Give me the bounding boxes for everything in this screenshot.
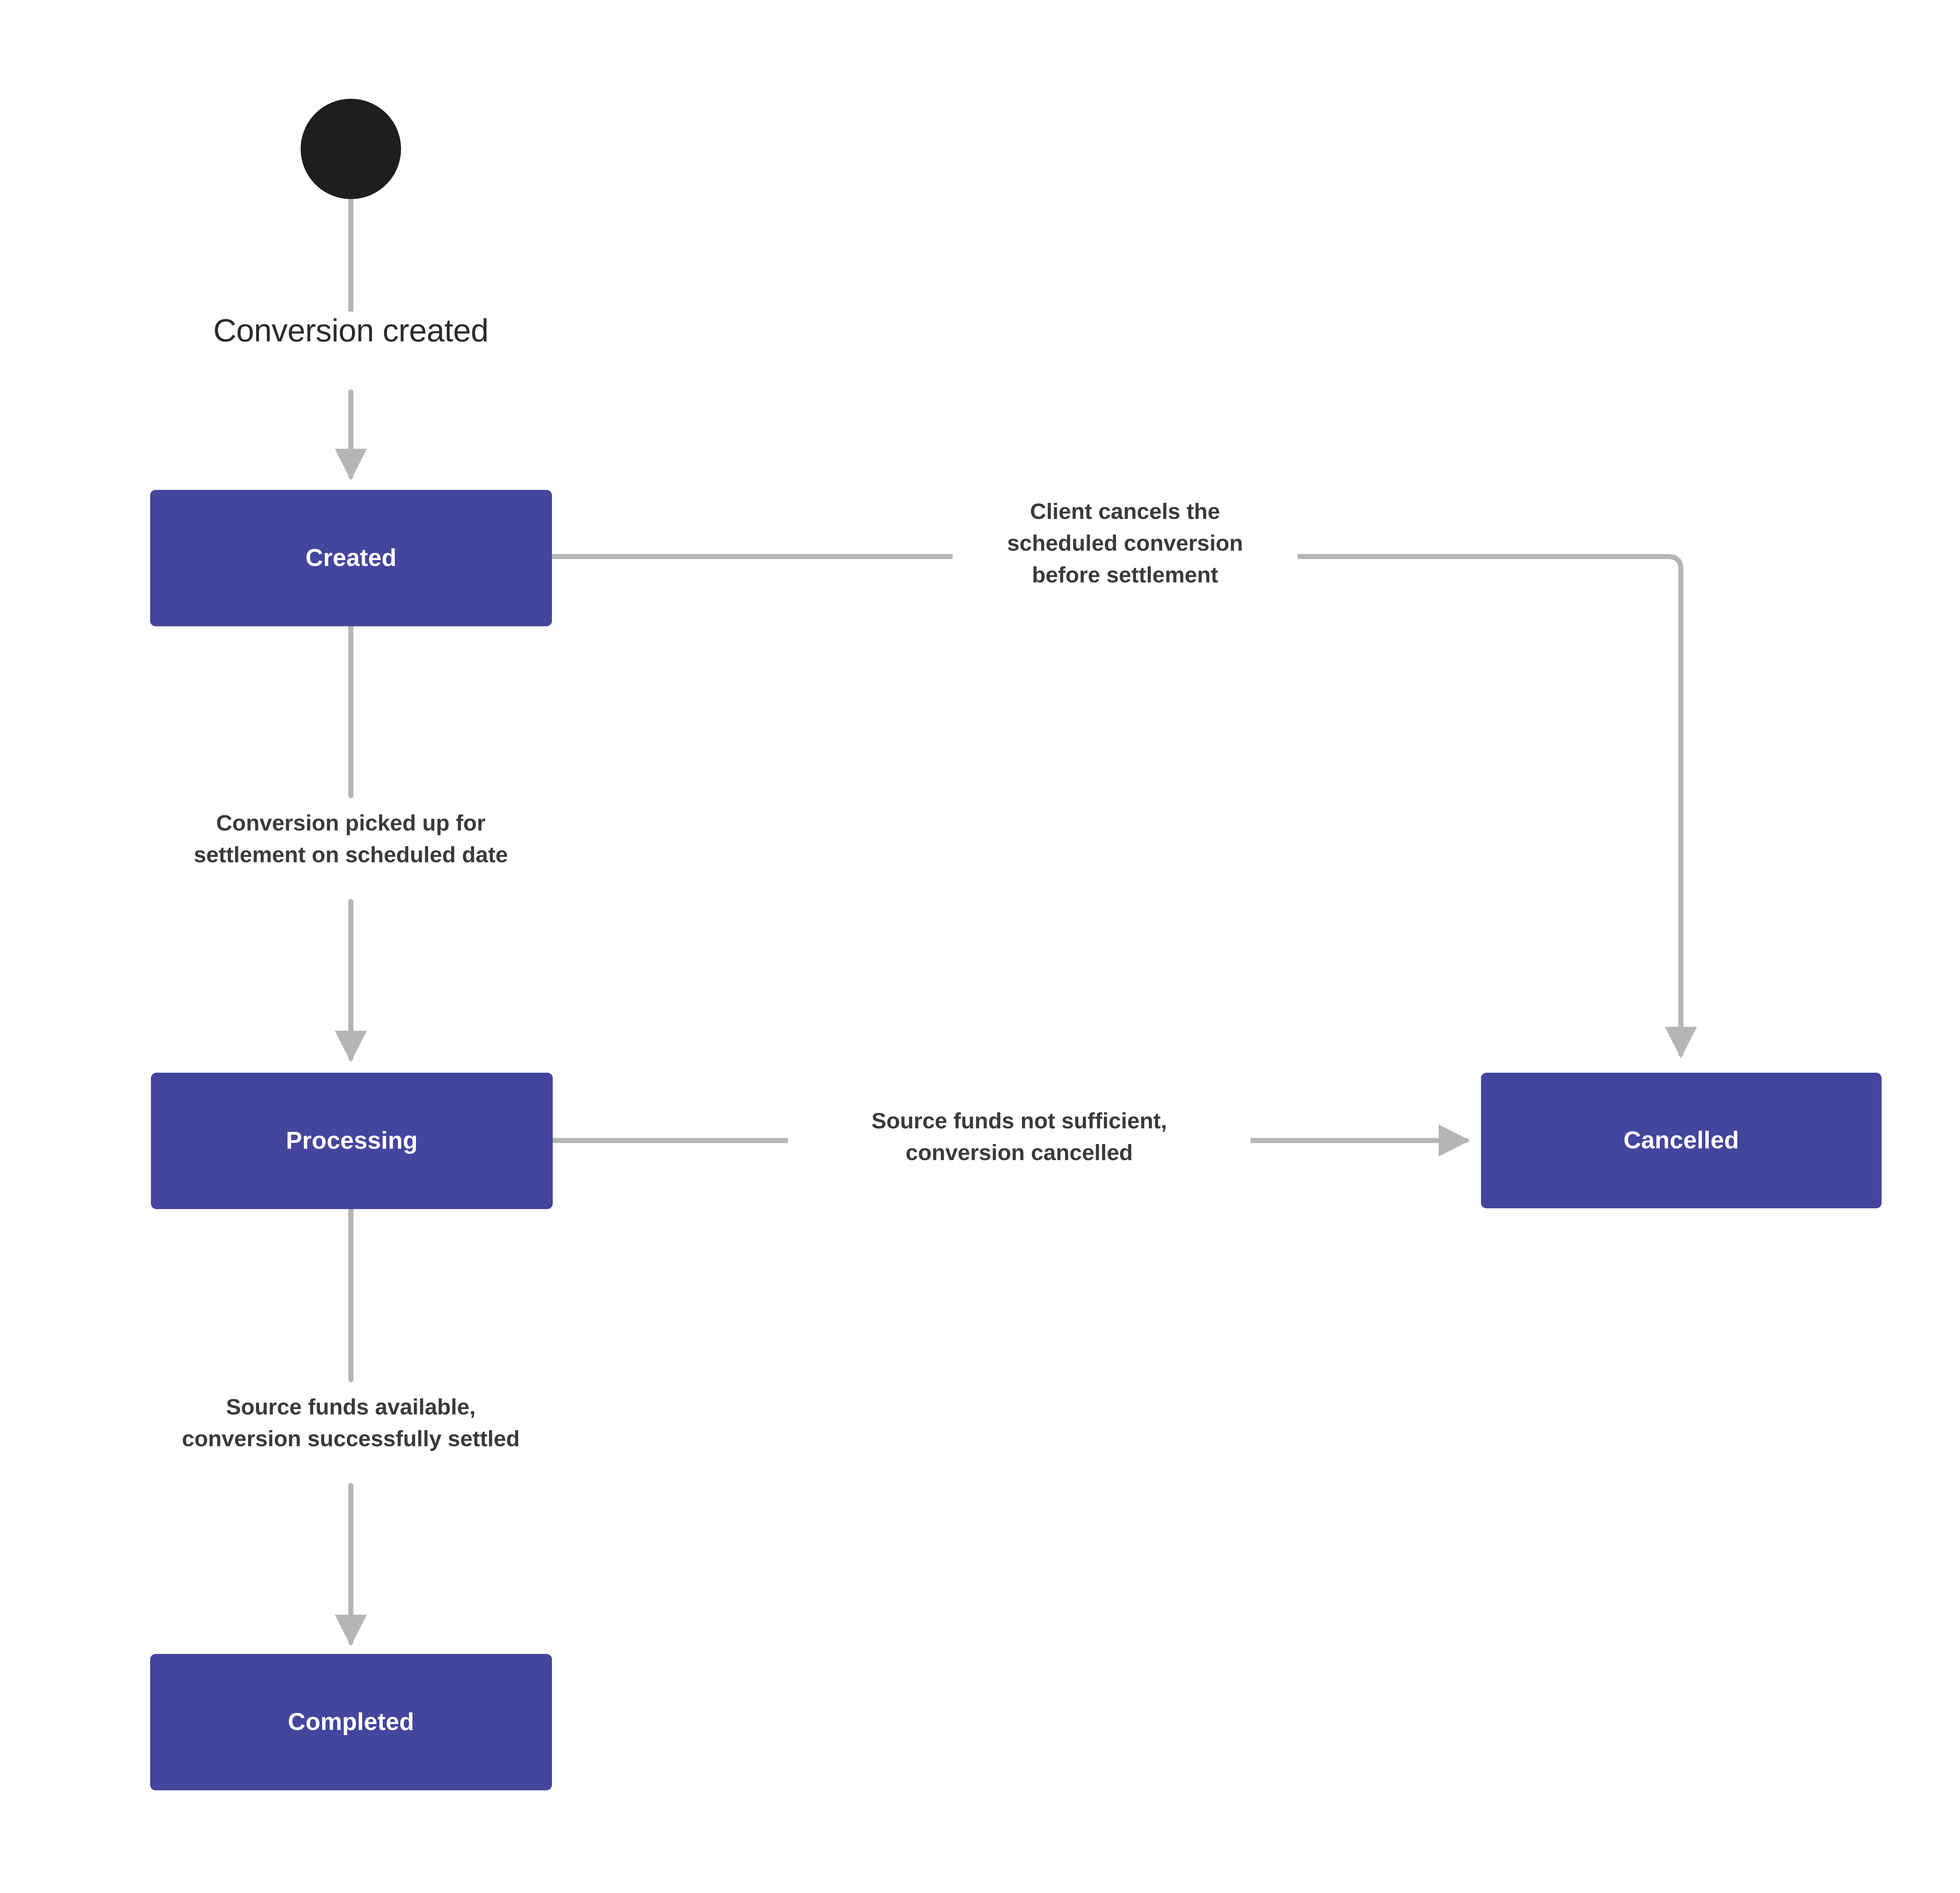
state-node-cancelled[interactable]: Cancelled bbox=[1481, 1073, 1882, 1208]
state-label-cancelled: Cancelled bbox=[1623, 1126, 1739, 1154]
state-label-processing: Processing bbox=[286, 1127, 418, 1154]
initial-state-node bbox=[301, 99, 401, 199]
edge-label-processing-to-completed: Source funds available, conversion succe… bbox=[100, 1391, 602, 1455]
edge-label-start-to-created: Conversion created bbox=[96, 312, 606, 350]
state-node-processing[interactable]: Processing bbox=[151, 1073, 553, 1209]
state-node-created[interactable]: Created bbox=[150, 490, 552, 626]
edge-label-created-to-cancelled: Client cancels the scheduled conversion … bbox=[953, 496, 1298, 591]
edge-label-created-to-processing: Conversion picked up for settlement on s… bbox=[116, 807, 586, 871]
state-label-created: Created bbox=[305, 544, 397, 571]
state-label-completed: Completed bbox=[288, 1708, 414, 1735]
edge-label-processing-to-cancelled: Source funds not sufficient, conversion … bbox=[788, 1105, 1250, 1169]
edge-created-to-cancelled bbox=[549, 554, 1697, 1059]
state-node-completed[interactable]: Completed bbox=[150, 1654, 552, 1790]
